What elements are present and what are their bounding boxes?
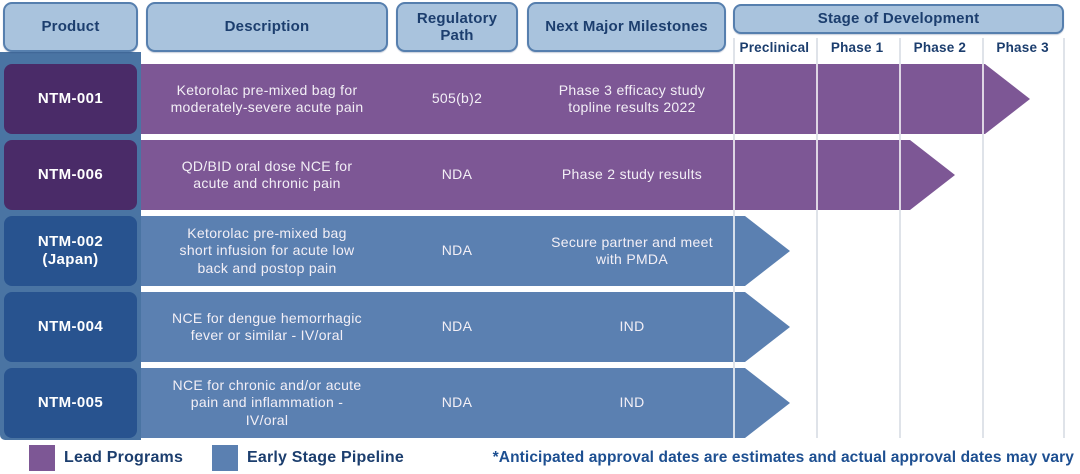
stage-divider: [816, 140, 818, 210]
milestone-cell: IND: [619, 318, 645, 335]
header-cell-next-major-milestones: Next Major Milestones: [527, 2, 726, 52]
table-row: NCE for chronic and/or acute pain and in…: [0, 368, 1080, 438]
regulatory-path-cell: NDA: [441, 242, 473, 259]
phase-label-row: Preclinical Phase 1 Phase 2 Phase 3: [733, 36, 1064, 58]
table-row: Ketorolac pre-mixed bag for moderately-s…: [0, 64, 1080, 134]
stage-divider: [733, 292, 735, 362]
regulatory-path-cell: NDA: [441, 166, 473, 183]
regulatory-path-cell: NDA: [441, 394, 473, 411]
stage-divider: [733, 368, 735, 438]
stage-progress-arrow: Ketorolac pre-mixed bag for moderately-s…: [141, 64, 1030, 134]
footnote: *Anticipated approval dates are estimate…: [492, 449, 1074, 466]
stage-gridline: [899, 38, 901, 438]
table-row: NCE for dengue hemorrhagic fever or simi…: [0, 292, 1080, 362]
header-cell-stage-of-development: Stage of Development: [733, 4, 1064, 34]
phase-label-phase-2: Phase 2: [913, 39, 967, 55]
legend-label-lead-programs: Lead Programs: [64, 449, 184, 466]
phase-label-preclinical: Preclinical: [739, 39, 810, 55]
product-label: NTM-006: [4, 140, 137, 210]
stage-gridline: [982, 38, 984, 438]
stage-progress-arrow: NCE for dengue hemorrhagic fever or simi…: [141, 292, 790, 362]
legend-label-early-stage-pipeline: Early Stage Pipeline: [247, 449, 404, 466]
product-label: NTM-002 (Japan): [4, 216, 137, 286]
milestone-cell: IND: [619, 394, 645, 411]
stage-divider: [733, 140, 735, 210]
stage-gridline: [816, 38, 818, 438]
regulatory-path-cell: NDA: [441, 318, 473, 335]
header-cell-description: Description: [146, 2, 388, 52]
description-cell: NCE for dengue hemorrhagic fever or simi…: [172, 309, 362, 343]
stage-divider: [733, 64, 735, 134]
stage-divider: [899, 64, 901, 134]
stage-progress-arrow: Ketorolac pre-mixed bag short infusion f…: [141, 216, 790, 286]
stage-gridline: [1063, 38, 1065, 438]
regulatory-path-cell: 505(b)2: [431, 90, 483, 107]
stage-progress-arrow: NCE for chronic and/or acute pain and in…: [141, 368, 790, 438]
legend-swatch-early-stage-pipeline: [212, 445, 238, 471]
legend: Lead Programs Early Stage Pipeline *Anti…: [0, 442, 1080, 474]
product-label: NTM-004: [4, 292, 137, 362]
stage-divider: [733, 216, 735, 286]
description-cell: NCE for chronic and/or acute pain and in…: [172, 376, 362, 428]
description-cell: Ketorolac pre-mixed bag short infusion f…: [179, 224, 355, 276]
product-label: NTM-005: [4, 368, 137, 438]
stage-divider: [982, 64, 984, 134]
phase-label-phase-1: Phase 1: [830, 39, 884, 55]
header-cell-product: Product: [3, 2, 138, 52]
milestone-cell: Phase 2 study results: [561, 166, 703, 183]
product-label: NTM-001: [4, 64, 137, 134]
description-cell: QD/BID oral dose NCE for acute and chron…: [181, 157, 353, 191]
table-row: Ketorolac pre-mixed bag short infusion f…: [0, 216, 1080, 286]
legend-swatch-lead-programs: [29, 445, 55, 471]
stage-divider: [816, 64, 818, 134]
phase-label-phase-3: Phase 3: [996, 39, 1049, 55]
stage-progress-arrow: QD/BID oral dose NCE for acute and chron…: [141, 140, 955, 210]
description-cell: Ketorolac pre-mixed bag for moderately-s…: [170, 81, 364, 115]
stage-divider: [899, 140, 901, 210]
milestone-cell: Secure partner and meet with PMDA: [551, 233, 713, 267]
milestone-cell: Phase 3 efficacy study topline results 2…: [558, 81, 706, 115]
header-cell-regulatory-path: Regulatory Path: [396, 2, 518, 52]
table-row: QD/BID oral dose NCE for acute and chron…: [0, 140, 1080, 210]
